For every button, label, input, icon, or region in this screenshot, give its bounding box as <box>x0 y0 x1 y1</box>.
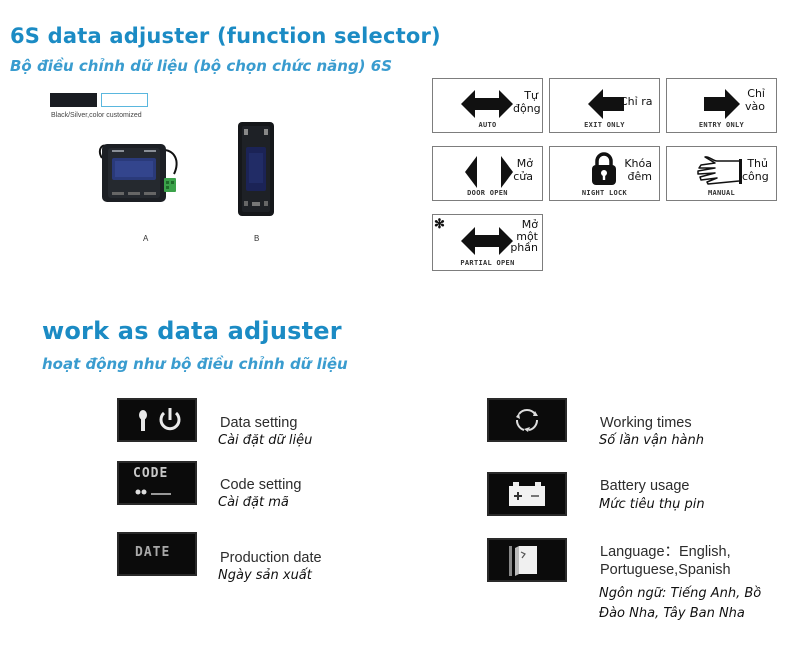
feature-label-vn: Ngày sản xuất <box>218 568 312 583</box>
swatch-silver <box>101 93 148 107</box>
padlock-icon <box>592 152 616 185</box>
function-caption: DOOR OPEN <box>467 189 508 197</box>
function-caption: ENTRY ONLY <box>698 121 745 129</box>
function-tile-exit-only: Chỉ ra EXIT ONLY <box>549 78 660 133</box>
function-tile-entry-only: Chỉ vào ENTRY ONLY <box>666 78 777 133</box>
language-icon <box>487 538 567 582</box>
vn-label-line1: Mở <box>521 218 538 231</box>
arrow-left-icon <box>588 89 624 119</box>
section-title-data-adjuster: work as data adjuster <box>42 317 342 345</box>
vn-label-line3: phần <box>510 241 538 254</box>
device-a-image <box>98 140 183 205</box>
function-caption: AUTO <box>478 121 497 129</box>
screen-text: CODE <box>133 466 169 481</box>
snowflake-icon: ✻ <box>434 216 445 231</box>
vn-label-line1: Mở <box>516 157 533 170</box>
vn-label-line2: công <box>742 170 769 183</box>
code-setting-icon: CODE <box>117 461 197 505</box>
section-title-function-selector: 6S data adjuster (function selector) <box>10 24 441 48</box>
device-b-label: B <box>254 234 260 243</box>
section-subtitle-function-selector: Bộ điều chỉnh dữ liệu (bộ chọn chức năng… <box>10 57 392 75</box>
battery-icon <box>487 472 567 516</box>
feature-label-en: Working times <box>600 415 692 431</box>
data-setting-icon <box>117 398 197 442</box>
vn-label-line1: Thủ <box>747 157 768 170</box>
working-times-icon <box>487 398 567 442</box>
vn-label-line1: Chỉ <box>747 87 765 100</box>
vn-label-line2: động <box>513 102 541 115</box>
device-b-image <box>237 121 275 217</box>
function-tile-night-lock: Khóa đêm NIGHT LOCK <box>549 146 660 201</box>
vn-label-line2: một <box>516 229 538 243</box>
arrow-right-icon <box>704 89 740 119</box>
function-caption: PARTIAL OPEN <box>460 259 515 267</box>
screen-text: DATE <box>135 545 171 560</box>
feature-label-vn: Cài đặt mã <box>218 495 289 510</box>
function-caption: EXIT ONLY <box>584 121 625 129</box>
vn-label-line2: đêm <box>627 170 652 183</box>
double-arrow-icon <box>461 227 513 255</box>
section-subtitle-data-adjuster: hoạt động như bộ điều chỉnh dữ liệu <box>42 355 348 373</box>
feature-label-vn: Ngôn ngữ: Tiếng Anh, Bồ Đào Nha, Tây Ban… <box>599 586 762 621</box>
vn-label-line2: cửa <box>513 170 533 183</box>
function-caption: NIGHT LOCK <box>581 189 628 197</box>
feature-label-en: Production date <box>220 550 322 566</box>
function-tile-auto: Tự động AUTO <box>432 78 543 133</box>
vn-label-line1: Tự <box>524 89 538 102</box>
function-tile-partial-open: ✻ Mở một phần PARTIAL OPEN <box>432 214 543 271</box>
function-tile-manual: Thủ công MANUAL <box>666 146 777 201</box>
double-arrow-icon <box>461 90 513 118</box>
feature-label-en: Battery usage <box>600 478 690 494</box>
feature-label-vn: Cài đặt dữ liệu <box>218 433 313 448</box>
hand-icon <box>697 156 742 185</box>
function-caption: MANUAL <box>707 189 736 197</box>
feature-label-vn: Mức tiêu thụ pin <box>599 497 705 512</box>
production-date-icon: DATE <box>117 532 197 576</box>
function-tile-door-open: Mở cửa DOOR OPEN <box>432 146 543 201</box>
feature-label-vn: Số lần vận hành <box>599 433 705 448</box>
swatch-black <box>50 93 97 107</box>
swatch-caption: Black/Silver,color customized <box>51 112 142 119</box>
door-open-arrows-icon <box>465 156 513 188</box>
vn-label-line1: Khóa <box>624 157 652 170</box>
vn-label-line1: Chỉ ra <box>620 95 653 108</box>
vn-label-line2: vào <box>745 100 765 113</box>
feature-label-en: Language：English, Portuguese,Spanish <box>600 544 731 578</box>
device-a-label: A <box>143 234 149 243</box>
feature-label-en: Code setting <box>220 477 302 493</box>
feature-label-en: Data setting <box>220 415 298 431</box>
